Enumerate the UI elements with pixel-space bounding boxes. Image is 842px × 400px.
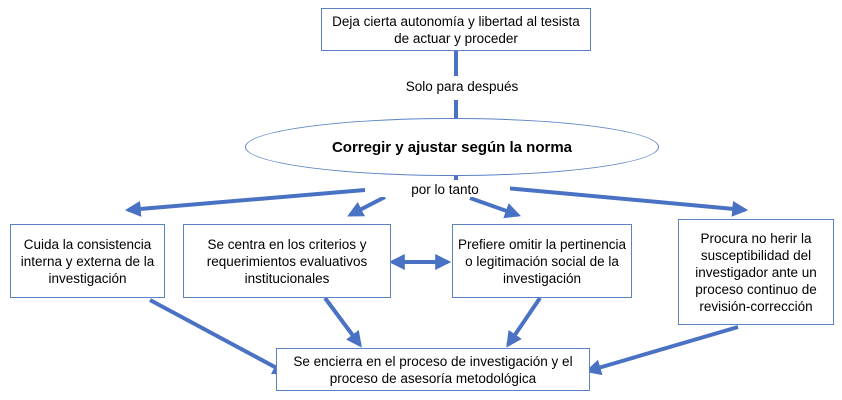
arrow-box4-bottom: [584, 325, 739, 376]
arrow-box1-bottom: [149, 298, 289, 375]
arrow-to-box3: [469, 196, 522, 219]
arrow-to-box4: [504, 186, 749, 217]
bottom-box: Se encierra en el proceso de investigaci…: [276, 348, 590, 391]
arrow-box3-bottom: [506, 296, 542, 348]
box-consistencia: Cuida la consistencia interna y externa …: [10, 224, 165, 298]
box-criterios: Se centra en los criterios y requerimien…: [183, 224, 391, 298]
box-pertinencia: Prefiere omitir la pertinencia o legitim…: [452, 224, 632, 298]
center-ellipse: Corregir y ajustar según la norma: [245, 118, 659, 176]
arrow-box2-bottom: [323, 296, 362, 348]
box-susceptibilidad: Procura no herir la susceptibilidad del …: [678, 219, 834, 325]
label-solo-para-despues: Solo para después: [384, 79, 540, 94]
arrow-to-box1: [124, 188, 366, 217]
top-box: Deja cierta autonomía y libertad al tesi…: [321, 8, 591, 51]
label-por-lo-tanto: por lo tanto: [380, 182, 510, 197]
arrow-to-box2: [347, 195, 386, 217]
